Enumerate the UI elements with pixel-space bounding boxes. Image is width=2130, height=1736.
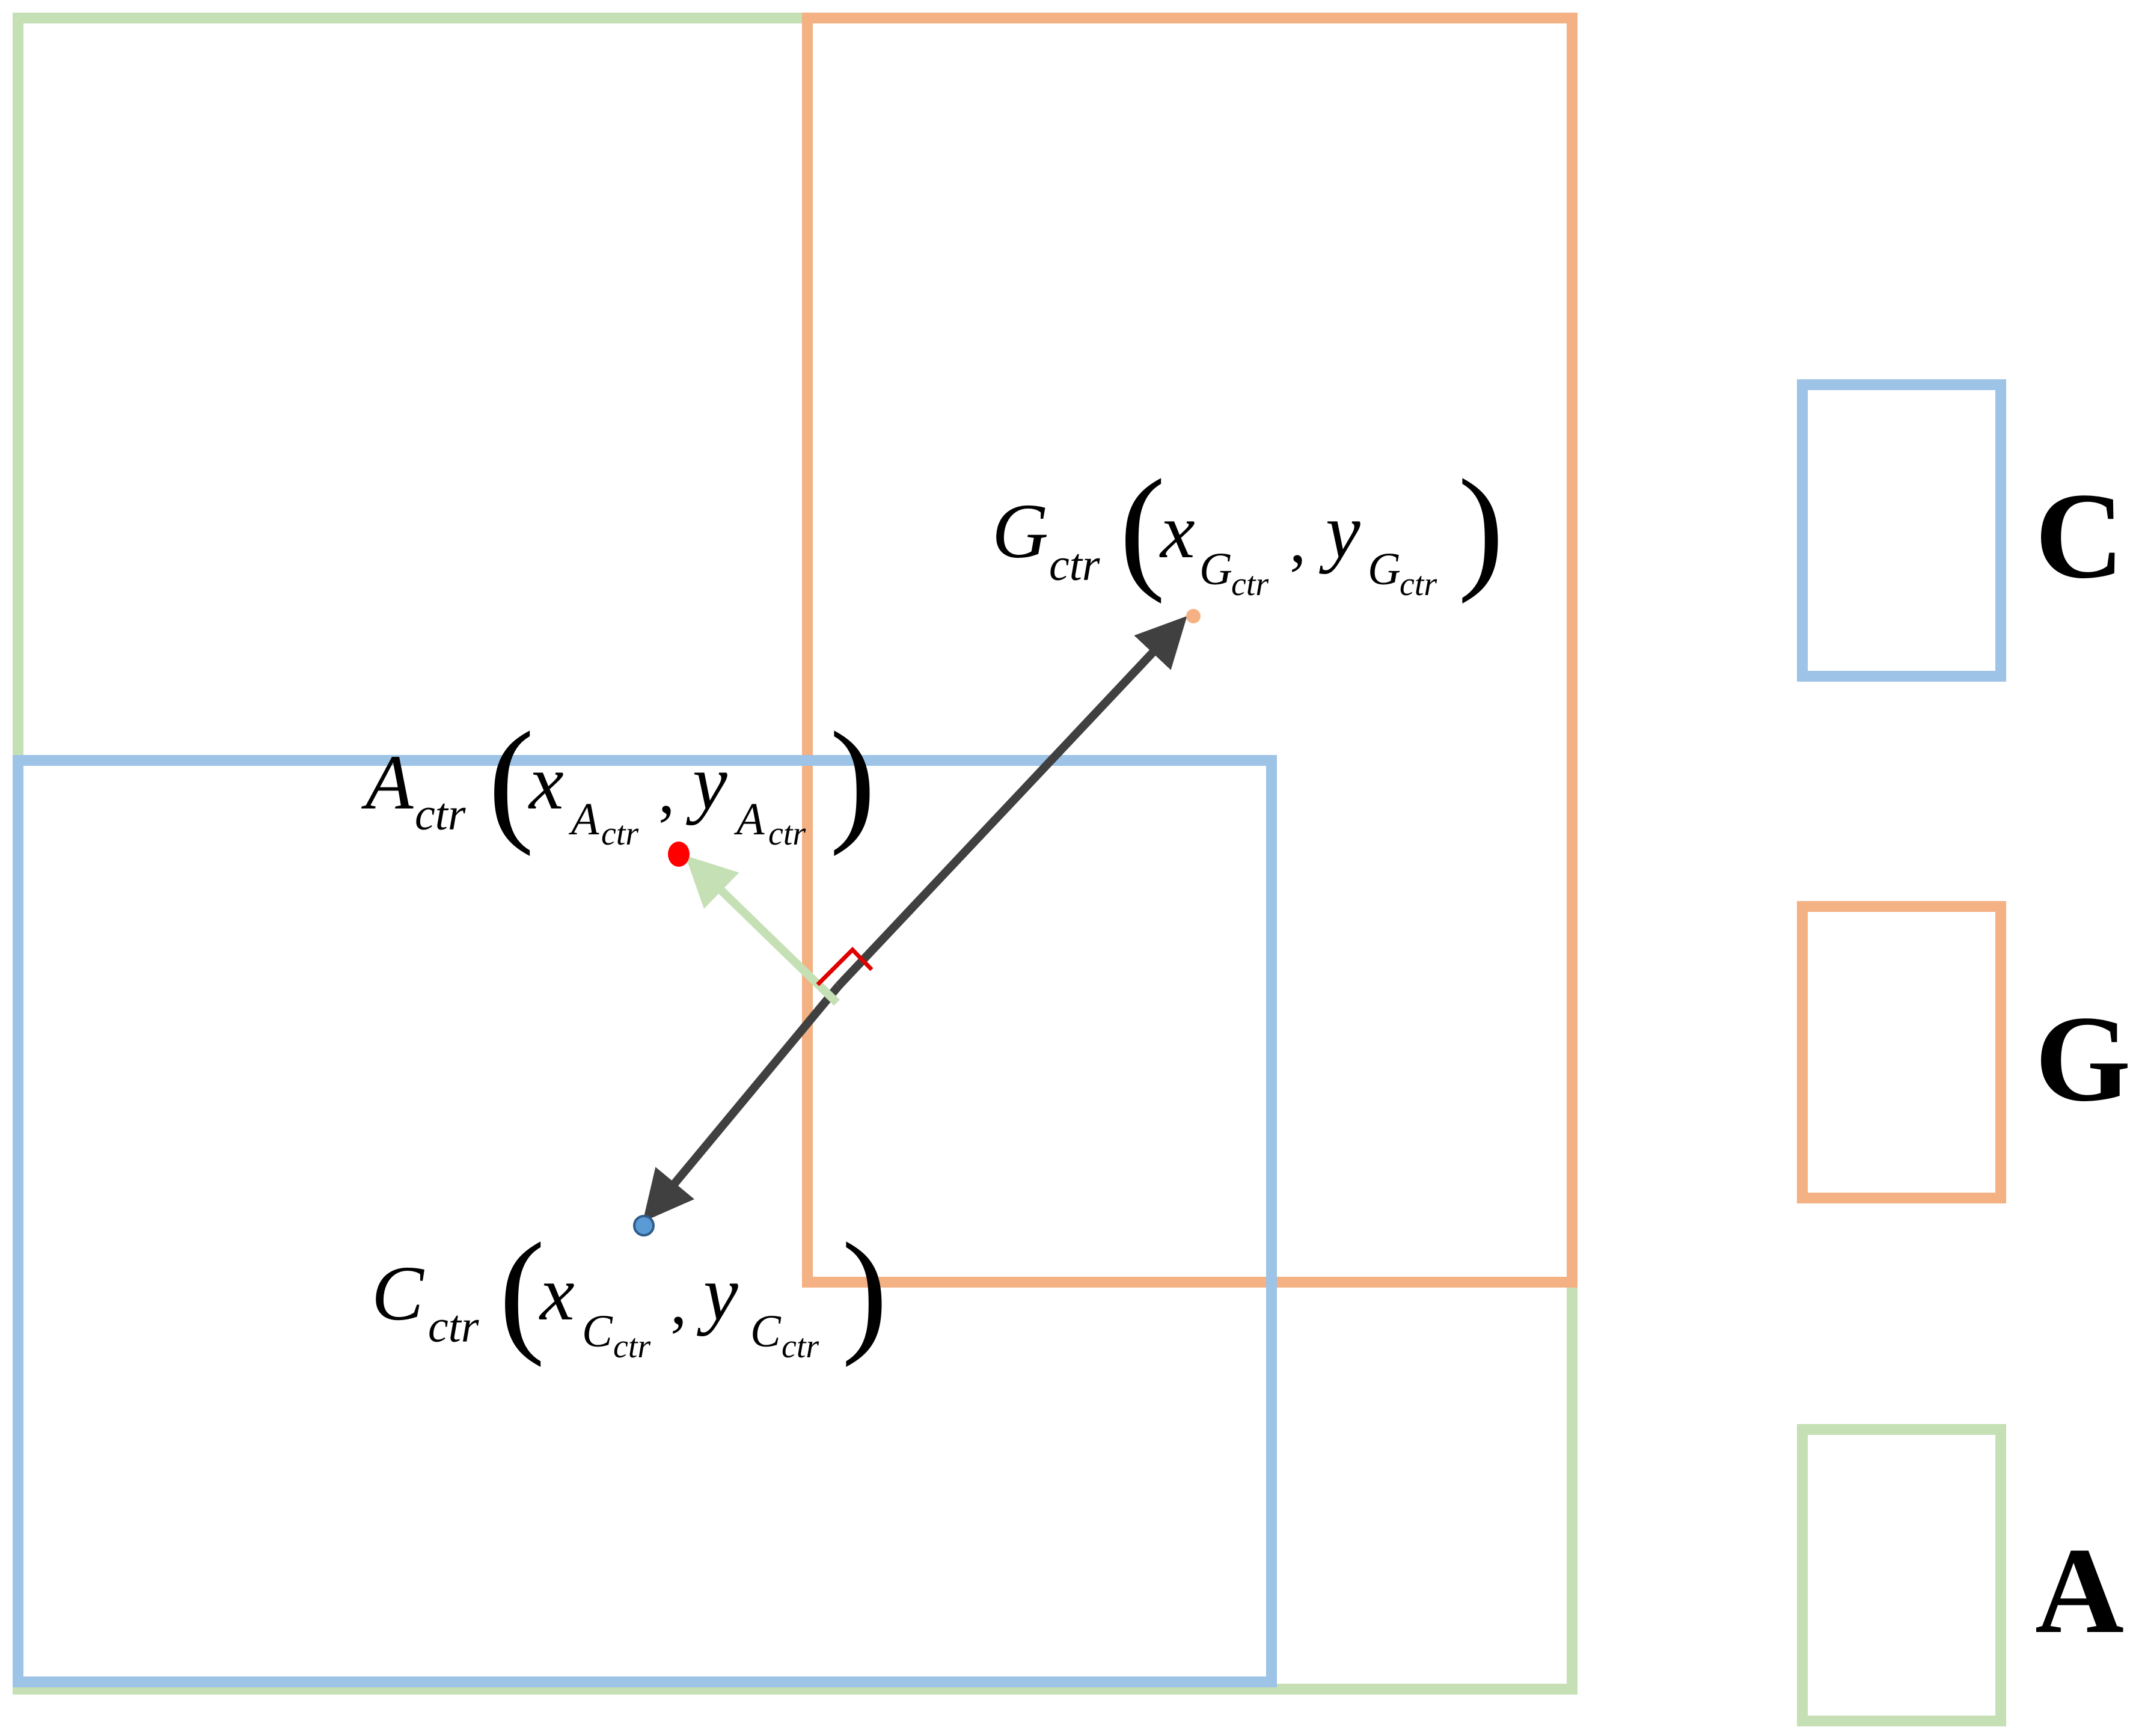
label-a-sub: ctr (415, 789, 466, 840)
label-a-base: A (361, 739, 414, 826)
label-g-y-var: y (1319, 488, 1360, 575)
label-c-y-sub-base: C (750, 1306, 782, 1357)
label-c-y-sub-sub: ctr (782, 1328, 819, 1365)
label-g-close-paren: ) (1458, 451, 1504, 604)
label-c-base: C (372, 1250, 424, 1337)
label-g-base: G (992, 488, 1048, 575)
label-g-x-var: x (1159, 488, 1195, 575)
label-a-y-sub-sub: ctr (768, 815, 806, 852)
vector-g-to-c (643, 983, 842, 1222)
point-a-ctr (668, 842, 690, 867)
right-angle-marker (816, 947, 874, 986)
anchor-box-a (13, 13, 1578, 1695)
label-c-sub: ctr (428, 1301, 479, 1352)
label-a-comma: , (658, 754, 675, 827)
label-c-open-paren: ( (499, 1214, 545, 1368)
ground-truth-box-g (802, 13, 1578, 1288)
label-a-ctr: A ctr ( x A ctr , y A ctr ) (361, 703, 876, 857)
label-c-comma: , (670, 1265, 687, 1338)
label-g-x-sub-base: G (1199, 544, 1232, 594)
point-c-ctr (633, 1215, 655, 1236)
legend-label-g: G (2035, 991, 2130, 1127)
label-a-open-paren: ( (488, 703, 534, 857)
label-c-x-sub-sub: ctr (613, 1328, 650, 1365)
vector-c-to-g (835, 616, 1187, 989)
label-g-x-sub-sub: ctr (1231, 566, 1269, 603)
candidate-box-c (13, 755, 1277, 1687)
label-c-y-var: y (697, 1250, 738, 1337)
point-g-ctr (1186, 609, 1201, 623)
label-a-x-sub-sub: ctr (601, 815, 638, 852)
label-a-y-sub-base: A (733, 794, 765, 845)
label-c-x-sub-base: C (582, 1306, 613, 1357)
legend-label-c: C (2035, 468, 2124, 604)
label-g-ctr: G ctr ( x G ctr , y G ctr ) (992, 451, 1504, 604)
legend: C G A (1797, 379, 2130, 1726)
label-a-close-paren: ) (830, 703, 876, 857)
label-g-comma: , (1290, 503, 1306, 576)
label-g-y-sub-sub: ctr (1400, 566, 1437, 603)
label-a-x-sub-base: A (568, 794, 599, 845)
label-c-ctr: C ctr ( x C ctr , y C ctr ) (372, 1214, 888, 1368)
legend-label-a: A (2035, 1523, 2124, 1659)
label-a-x-var: x (528, 739, 564, 826)
label-g-open-paren: ( (1119, 451, 1166, 604)
legend-swatch-c (1797, 379, 2006, 682)
label-g-y-sub-base: G (1368, 544, 1401, 594)
label-g-sub: ctr (1049, 540, 1100, 590)
label-c-close-paren: ) (842, 1214, 888, 1368)
label-a-y-var: y (686, 739, 727, 826)
vector-foot-to-a (685, 855, 840, 1006)
legend-swatch-g (1797, 901, 2006, 1203)
legend-swatch-a (1797, 1424, 2006, 1726)
label-c-x-var: x (539, 1250, 575, 1337)
